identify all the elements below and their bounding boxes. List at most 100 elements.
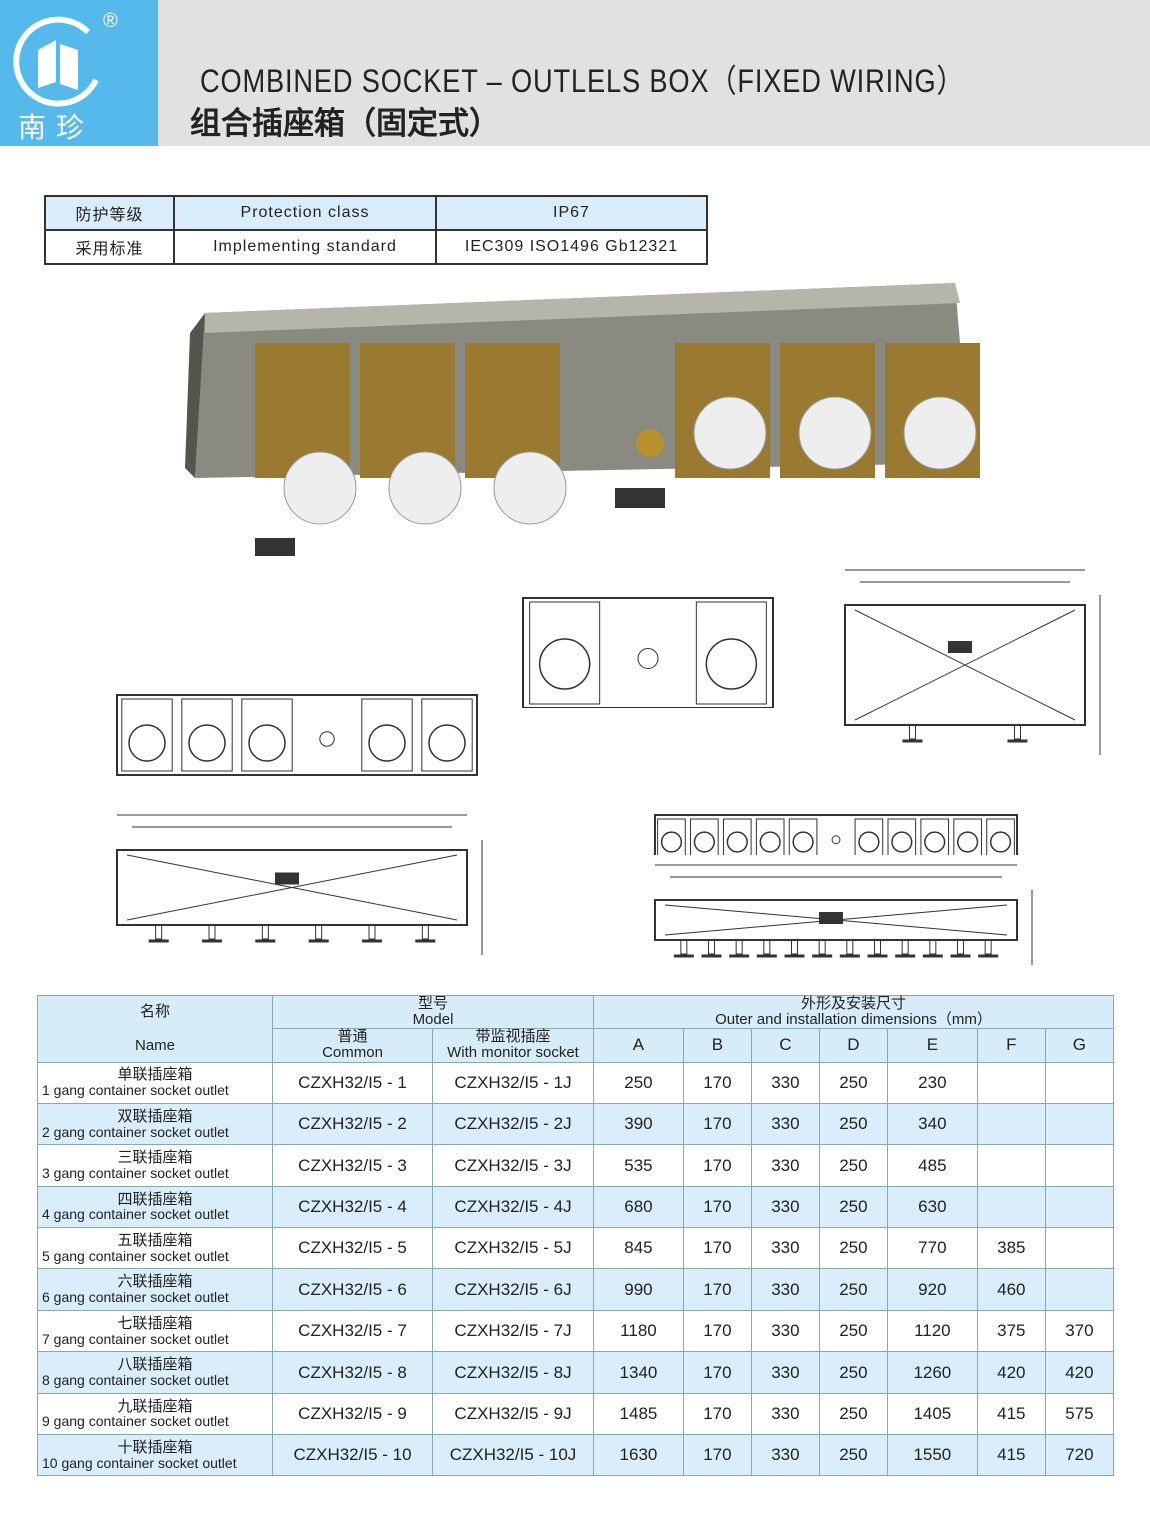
dim-e: 230 — [886, 1061, 978, 1104]
nameplate — [819, 912, 843, 924]
header-dim-f: F — [976, 1027, 1046, 1063]
socket-cover-icon — [693, 396, 767, 470]
row-name-cn: 三联插座箱 — [117, 1149, 193, 1167]
front-view-drawing-5-gang — [116, 694, 478, 776]
row-name-en: 4 gang container socket outlet — [42, 1206, 229, 1223]
front-view-drawing-10-gang — [654, 814, 1018, 855]
plug-stem — [708, 939, 715, 955]
dim-g — [1044, 1268, 1115, 1311]
row-name-en: 6 gang container socket outlet — [42, 1289, 229, 1306]
dim-d: 250 — [818, 1268, 888, 1311]
socket-icon — [957, 831, 979, 853]
model-common: CZXH32/I5 - 8 — [272, 1351, 433, 1394]
drawing-outline — [522, 597, 774, 708]
plug-stem — [735, 939, 743, 955]
socket-cover-icon — [283, 451, 357, 525]
row-name-en: 3 gang container socket outlet — [42, 1165, 229, 1181]
dim-c: 330 — [750, 1227, 820, 1270]
socket-icon — [128, 724, 166, 762]
header-dim-g: G — [1044, 1027, 1115, 1063]
dim-g: 575 — [1044, 1392, 1115, 1436]
socket-plate — [121, 698, 173, 772]
drawing-outline — [654, 899, 1018, 941]
dim-c: 330 — [750, 1061, 820, 1104]
logo-emblem-icon — [13, 16, 99, 107]
cross-line — [854, 609, 1076, 721]
socket-icon — [538, 638, 591, 690]
dim-a: 990 — [593, 1268, 684, 1311]
row-name-cn: 单联插座箱 — [117, 1066, 193, 1084]
dim-c: 330 — [750, 1434, 820, 1477]
brand-name: 南珍 — [18, 111, 95, 144]
dim-b: 170 — [682, 1309, 752, 1353]
dim-g — [1044, 1061, 1115, 1104]
dim-f: 460 — [976, 1268, 1046, 1311]
model-monitor: CZXH32/I5 - 9J — [432, 1392, 594, 1436]
dim-a: 250 — [593, 1061, 684, 1104]
header-dims-cn: 外形及安装尺寸 — [800, 995, 906, 1012]
socket-cover-icon — [903, 396, 977, 470]
plug-stem — [957, 939, 964, 955]
dim-g: 420 — [1044, 1351, 1115, 1394]
nameplate — [948, 641, 972, 653]
page-title-cn: 组合插座箱（固定式） — [190, 106, 500, 142]
header-common-en: Common — [322, 1044, 383, 1061]
header-dim-c: C — [750, 1027, 820, 1063]
front-view-drawing-2-gang — [522, 597, 774, 708]
model-monitor: CZXH32/I5 - 6J — [432, 1268, 594, 1311]
dim-a: 1485 — [593, 1392, 684, 1436]
dim-d: 250 — [818, 1227, 888, 1270]
header-banner: ® 南珍 COMBINED SOCKET – OUTLELS BOX（FIXED… — [0, 0, 1150, 146]
dim-d: 250 — [818, 1061, 888, 1104]
dim-e: 485 — [886, 1144, 978, 1187]
gland-icon — [319, 731, 335, 747]
dim-d: 250 — [818, 1434, 888, 1477]
dim-f: 375 — [976, 1309, 1046, 1353]
dim-d: 250 — [818, 1392, 888, 1436]
spec-label-en: Protection class — [173, 195, 437, 231]
page-title-en: COMBINED SOCKET – OUTLELS BOX（FIXED WIRI… — [200, 63, 965, 99]
spec-label-cn: 采用标准 — [44, 229, 175, 265]
dim-f: 385 — [976, 1227, 1046, 1270]
dim-c: 330 — [750, 1392, 820, 1436]
dim-b: 170 — [682, 1392, 752, 1436]
socket-plate — [755, 818, 785, 855]
row-name-en: 2 gang container socket outlet — [42, 1123, 229, 1140]
dim-d: 250 — [818, 1309, 888, 1353]
header-dims-en: Outer and installation dimensions（mm） — [715, 1010, 992, 1028]
model-common: CZXH32/I5 - 5 — [272, 1227, 433, 1270]
dim-d: 250 — [818, 1351, 888, 1394]
drawing-outline — [116, 694, 478, 776]
plug-stem — [1014, 724, 1021, 740]
socket-plate — [657, 818, 686, 855]
dim-a: 390 — [593, 1102, 684, 1146]
plug-stem — [680, 939, 688, 955]
dim-b: 170 — [682, 1144, 752, 1187]
row-name-en: 9 gang container socket outlet — [42, 1413, 229, 1430]
gland-icon — [831, 835, 841, 845]
dim-a: 1340 — [593, 1351, 684, 1394]
dim-c: 330 — [750, 1268, 820, 1311]
dim-e: 1405 — [886, 1392, 978, 1436]
row-name-en: 8 gang container socket outlet — [42, 1371, 229, 1388]
socket-icon — [891, 831, 913, 853]
dim-g — [1044, 1227, 1115, 1270]
dim-c: 330 — [750, 1351, 820, 1394]
model-common: CZXH32/I5 - 2 — [272, 1102, 433, 1146]
plug-stem — [791, 939, 798, 955]
dim-b: 170 — [682, 1227, 752, 1270]
socket-icon — [428, 724, 466, 762]
model-common: CZXH32/I5 - 10 — [272, 1434, 433, 1477]
